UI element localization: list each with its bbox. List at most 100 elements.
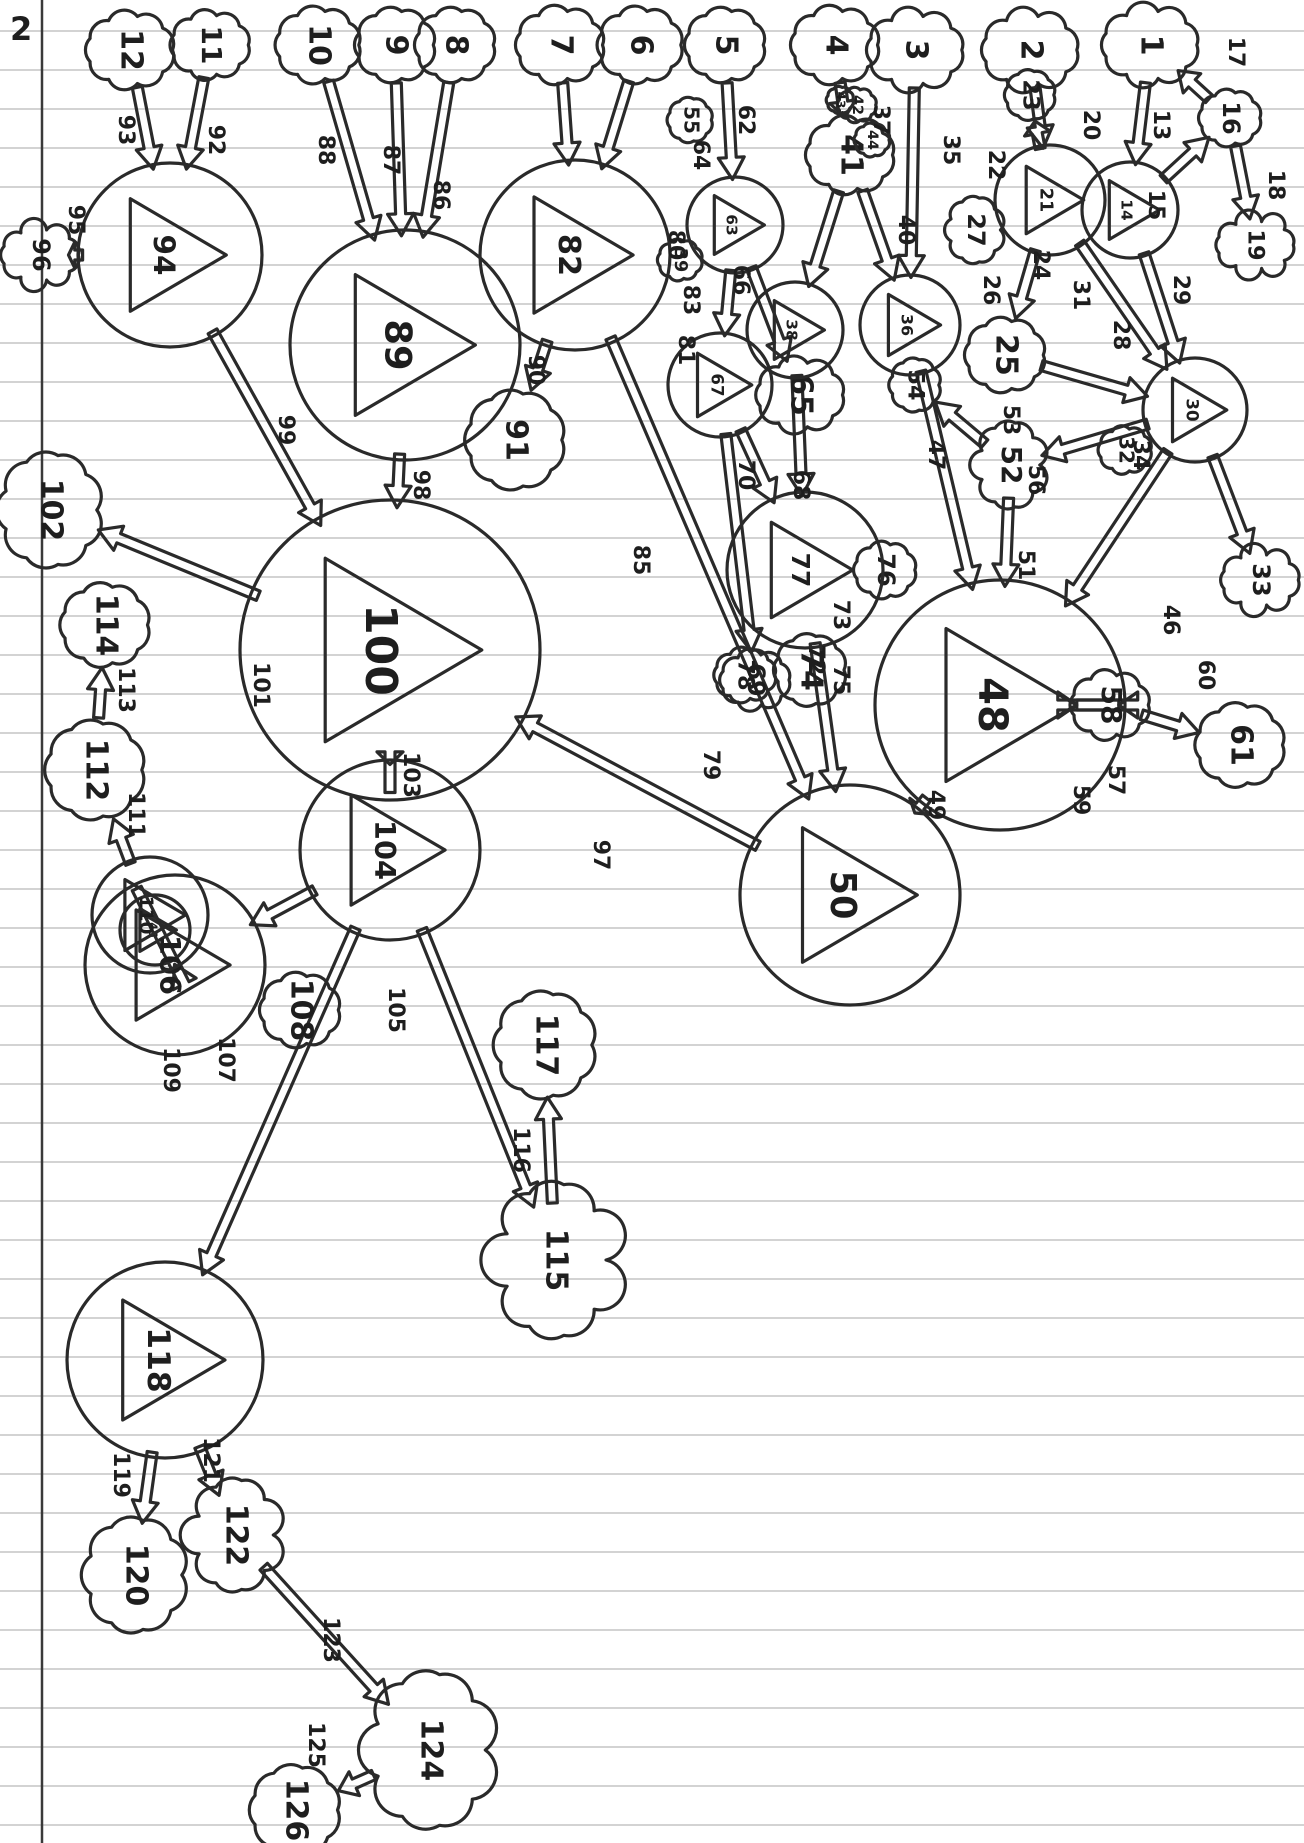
cloud-label: 23 (1018, 79, 1044, 110)
arrow-label: 123 (318, 1617, 343, 1663)
cloud-node: 54 (889, 358, 940, 412)
arrow-label: 86 (428, 180, 453, 211)
node-label: 67 (707, 373, 726, 396)
cloud-label: 112 (79, 739, 114, 802)
arrow-label: 70 (733, 460, 758, 491)
flow-arrow (1066, 449, 1172, 606)
process-node: 110 (92, 857, 208, 973)
cloud-label: 78 (733, 659, 759, 690)
process-node: 82 (480, 160, 670, 350)
arrow-label: 75 (828, 665, 853, 696)
cloud-label: 8 (439, 35, 474, 56)
cloud-node: 122 (180, 1478, 283, 1592)
cloud-node: 1 (1101, 2, 1197, 88)
cloud-label: 65 (784, 374, 819, 416)
node-label: 30 (1182, 398, 1201, 421)
cloud-label: 61 (1224, 724, 1259, 766)
cloud-node: 126 (249, 1765, 339, 1843)
arrow-label: 93 (113, 115, 138, 146)
cloud-node: 115 (481, 1181, 625, 1338)
arrow-label: 73 (828, 600, 853, 631)
flow-arrow (554, 83, 580, 166)
arrow-label: 68 (788, 470, 813, 501)
arrow-label: 97 (588, 840, 613, 871)
cloud-label: 55 (680, 106, 704, 134)
cloud-node: 8 (414, 7, 494, 83)
flow-arrow (414, 82, 454, 238)
flow-arrow (1160, 137, 1209, 183)
arrow-label: 90 (523, 355, 548, 386)
arrow-label: 72 (803, 645, 828, 676)
flow-arrow (803, 190, 844, 287)
node-label: 110 (135, 896, 156, 935)
flow-arrow (69, 242, 83, 268)
node-label: 118 (140, 1327, 176, 1392)
cloud-label: 120 (119, 1544, 154, 1607)
process-node: 30 (1143, 358, 1247, 462)
cloud-label: 33 (1247, 563, 1275, 596)
cloud-label: 102 (34, 479, 69, 542)
node-label: 89 (376, 319, 419, 370)
cloud-label: 43 (834, 92, 848, 109)
node-label: 38 (783, 319, 801, 340)
flow-arrow (1231, 145, 1259, 219)
cloud-node: 16 (1199, 89, 1261, 147)
node-label: 77 (786, 553, 815, 588)
arrow-label: 66 (728, 265, 753, 296)
arrow-label: 40 (893, 215, 918, 246)
arrow-label: 83 (678, 285, 703, 316)
process-node: 100 (240, 500, 540, 800)
node-label: 94 (147, 235, 181, 276)
arrow-label: 113 (113, 667, 138, 713)
process-node: 21 (995, 145, 1105, 255)
arrow-label: 64 (688, 140, 713, 171)
arrow-label: 87 (378, 145, 403, 176)
arrow-label: 24 (1028, 250, 1053, 281)
arrow-label: 99 (273, 415, 298, 446)
arrow-label: 85 (628, 545, 653, 576)
flow-arrow (536, 1097, 562, 1203)
cloud-node: 3 (866, 7, 962, 93)
cloud-node: 12 (85, 10, 173, 90)
cloud-node: 114 (60, 583, 149, 668)
cloud-node: 108 (259, 972, 339, 1048)
arrow-label: 35 (938, 135, 963, 166)
cloud-label: 16 (1217, 101, 1245, 134)
flow-arrow (98, 526, 260, 600)
process-node: 38 (747, 282, 843, 378)
ruled-lines (0, 31, 1304, 1825)
arrow-label: 60 (1193, 660, 1218, 691)
cloud-node: 55 (667, 97, 712, 142)
cloud-node: 7 (515, 5, 603, 85)
arrow-label: 80 (663, 230, 688, 261)
arrow-label: 37 (868, 105, 893, 136)
cloud-node: 4 (790, 5, 878, 85)
flow-arrow (516, 716, 760, 850)
arrow-label: 111 (123, 792, 148, 838)
arrow-label: 20 (1078, 110, 1103, 141)
arrow-label: 95 (63, 205, 88, 236)
cloud-label: 117 (529, 1014, 564, 1077)
cloud-node: 76 (854, 541, 916, 599)
cloud-node: 102 (0, 452, 101, 568)
cloud-label: 6 (624, 35, 659, 56)
arrow-label: 34 (1128, 440, 1153, 471)
cloud-label: 12 (114, 29, 149, 71)
arrow-label: 47 (923, 440, 948, 471)
arrow-label: 18 (1263, 170, 1288, 201)
cloud-label: 76 (872, 553, 900, 586)
arrow-label: 121 (198, 1437, 223, 1483)
cloud-label: 7 (544, 35, 579, 56)
cloud-node: 120 (81, 1517, 186, 1633)
arrow-label: 49 (923, 790, 948, 821)
flow-arrow (88, 668, 114, 719)
cloud-node: 91 (465, 390, 564, 490)
process-node: 94 (78, 163, 262, 347)
cloud-label: 9 (379, 35, 414, 56)
arrow-label: 46 (1158, 605, 1183, 636)
arrow-label: 57 (1103, 765, 1128, 796)
process-node: 36 (860, 275, 960, 375)
flow-arrow (208, 329, 321, 526)
node-label: 21 (1036, 188, 1056, 212)
